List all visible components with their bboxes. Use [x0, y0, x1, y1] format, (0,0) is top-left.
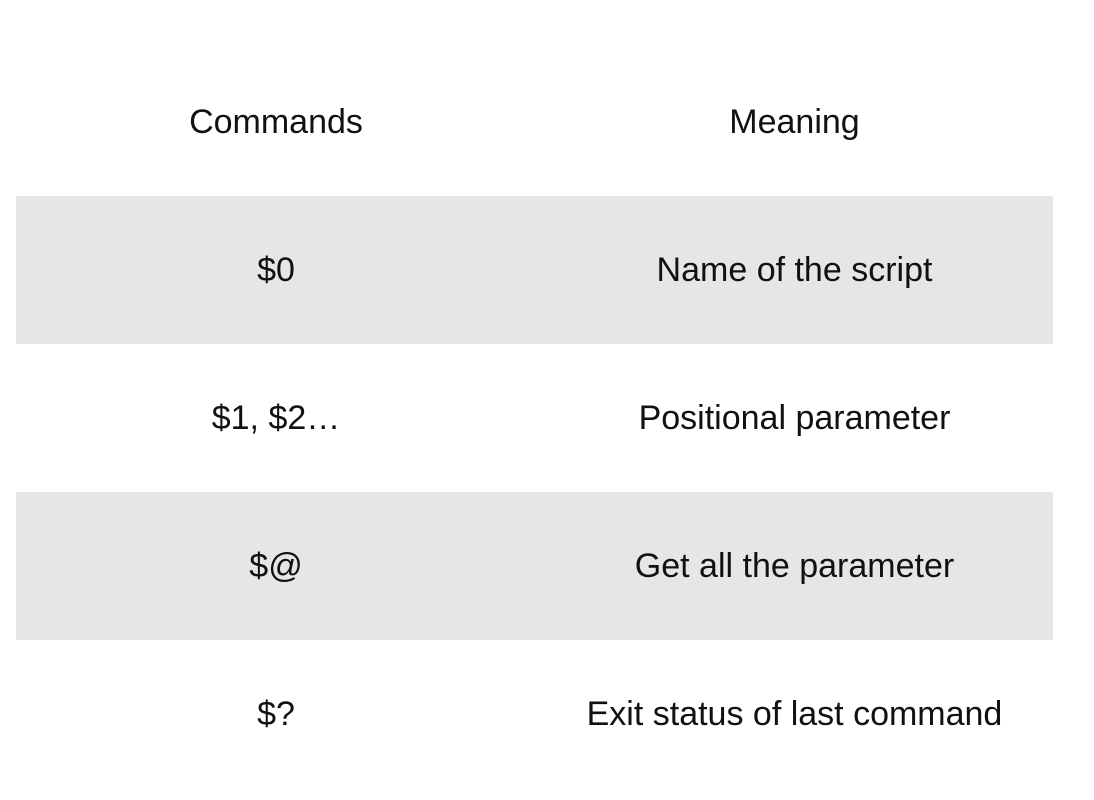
command-cell: $@: [249, 547, 303, 585]
table-row: $@ Get all the parameter: [16, 492, 1053, 640]
command-cell: $?: [257, 695, 295, 733]
header-commands: Commands: [189, 103, 363, 141]
meaning-cell: Get all the parameter: [634, 547, 955, 585]
table-row: $1, $2… Positional parameter: [16, 344, 1053, 492]
table-row: $0 Name of the script: [16, 196, 1053, 344]
meaning-cell: Positional parameter: [638, 399, 951, 437]
meaning-cell: Name of the script: [656, 251, 933, 289]
table-header-row: Commands Meaning: [16, 48, 1053, 196]
meaning-cell: Exit status of last command: [586, 695, 1003, 733]
commands-table: Commands Meaning $0 Name of the script $…: [16, 48, 1053, 788]
command-cell: $0: [257, 251, 295, 289]
command-cell: $1, $2…: [211, 399, 341, 437]
header-meaning: Meaning: [729, 103, 860, 141]
table-row: $? Exit status of last command: [16, 640, 1053, 788]
